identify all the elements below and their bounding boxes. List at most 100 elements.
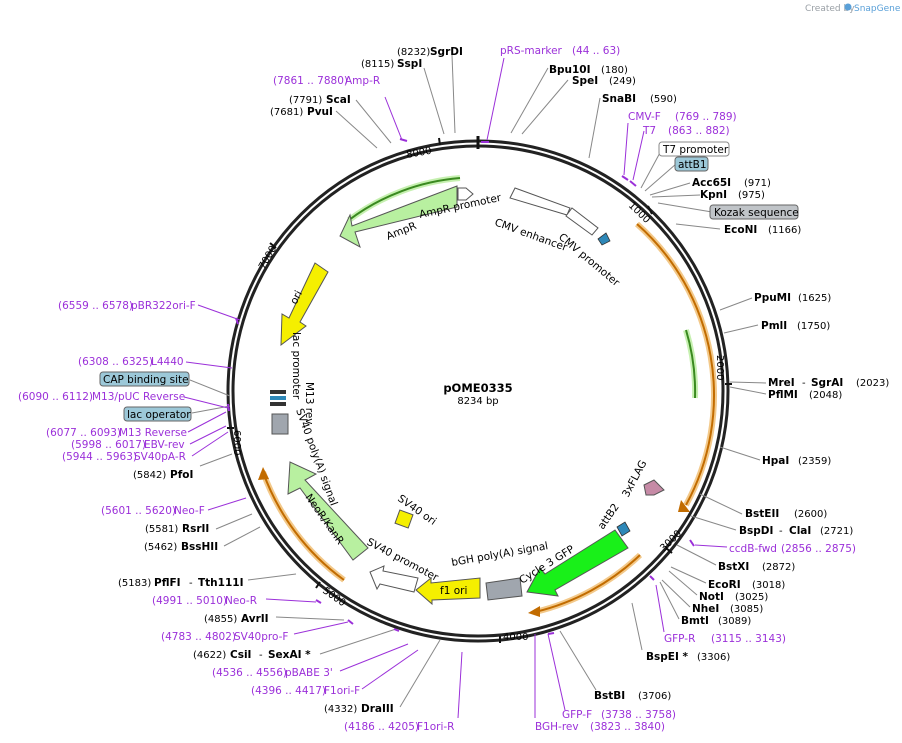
leader-line-m13-reverse [187,411,227,433]
primer-gfp-f: GFP-F [562,709,592,721]
tick-mark [269,242,277,249]
flag-tag-arrow [643,479,665,496]
cap-binding-site-box [99,371,190,387]
leader-line-sgrdi [451,54,456,134]
site-position: (590) [650,94,677,105]
orf-arc-line [636,223,715,506]
primer-ticks [227,138,695,635]
leader-line-bstxi [676,544,717,566]
enzyme-sgrai: SgrAI [811,377,843,389]
leader-line-noti [668,570,698,596]
leader-line-bstbi [559,630,597,691]
plasmid-name: pOME0335 [443,381,512,395]
leader-line-m13-puc [183,396,229,409]
primer-neo-r: Neo-R [225,595,257,607]
leader-line-bsshii [223,526,261,547]
primer-ebv-rev: EBV-rev [144,439,185,451]
leader-line-sspi [423,67,445,135]
enzyme-nhei: NheI [692,603,719,615]
primer-f1ori-r: F1ori-R [417,721,454,733]
enzyme-bspei: BspEI * [646,651,689,663]
site-position: (4332) [324,704,357,715]
leader-line-acc65i [649,182,691,196]
enzyme-scai: ScaI [326,94,351,106]
site-position: (971) [744,178,771,189]
orf-arrow-head [258,467,269,480]
leader-line-l4440 [185,361,233,369]
site-position: (5842) [133,470,166,481]
enzyme-bsteii: BstEII [745,508,779,520]
enzyme-pflmi: PflMI [768,389,798,401]
cap-site-mark [270,390,286,394]
leader-line-bmti [659,581,680,620]
leader-line-t7 [632,130,645,181]
leader-line-neo-f [207,497,247,511]
plasmid-title: pOME0335 8234 bp [443,381,512,407]
leader-line-pbr322ori-f [197,304,241,321]
primer-tick [227,403,230,412]
primer-range: (769 .. 789) [675,111,737,123]
snapgene-logo-icon [844,3,852,11]
leader-line-ebv-rev [189,425,227,445]
cmv-enhancer-label: CMV enhancer [493,217,569,255]
cmv-promoter-label: CMV promoter [556,231,622,289]
enzyme-avrii: AvrII [241,613,269,625]
enzyme-bstbi: BstBI [594,690,625,702]
site-position: (3089) [718,616,751,627]
enzyme-econi: EcoNI [724,224,757,236]
site-position: (4622) [193,650,226,661]
leader-line-bspdi [690,515,737,531]
leader-line-nhei [661,579,691,608]
enzyme-pflfi: PflFI [154,577,181,589]
site-position: (2600) [794,509,827,520]
tick-label: 6000 [231,430,242,455]
tick-label: 7000 [257,244,279,272]
enzyme-bspdi: BspDI [739,525,773,537]
leader-line-mrei [729,381,767,384]
tick-label: 4000 [503,632,528,643]
attb2-mark [616,521,631,537]
site-position: (3306) [697,652,730,663]
primer-range: (5601 .. 5620) [101,505,176,517]
flag-label: 3xFLAG [620,458,649,499]
sv40-ori-block [394,509,414,529]
leader-line-amp-r [384,96,403,141]
enzyme-bsshii: BssHII [181,541,218,553]
site-position: (180) [601,65,628,76]
primer-l4440: L4440 [151,356,184,368]
enzyme-pfoi: PfoI [170,469,193,481]
leader-line-neo-r [265,598,317,603]
leader-line-f1ori-f [361,649,419,690]
primer-sv40pa-r: SV40pA-R [134,451,186,463]
primer-range: (3115 .. 3143) [711,633,786,645]
leader-line-avrii [275,616,345,621]
sv40-polya-block [271,413,289,435]
site-position: (8232) [397,47,430,58]
enzyme-rsrii: RsrII [182,523,209,535]
primer-neo-f: Neo-F [174,505,205,517]
primer-range: (44 .. 63) [572,45,620,57]
cycle3-gfp-arrow [526,529,629,597]
leader-line-cmv-f [623,122,629,176]
primer-sv40pro-f: SV40pro-F [234,631,288,643]
enzyme-clai: ClaI [789,525,811,537]
enzyme-separator: - [802,378,806,389]
primer-prs-marker: pRS-marker [500,45,563,57]
attb1-box [674,156,709,172]
enzyme-separator: - [189,578,193,589]
tick-mark [647,205,653,215]
primer-amp-r: Amp-R [345,75,380,87]
t7-promoter-box [658,141,730,157]
enzyme-ppumi: PpuMI [754,292,791,304]
plasmid-size: 8234 bp [457,396,498,407]
bgh-polya-block [485,577,523,601]
primer-range: (6077 .. 6093) [46,427,121,439]
leader-lines [183,54,767,719]
enzyme-ecori: EcoRI [708,579,741,591]
primer-tick [235,317,239,325]
site-position: (5581) [145,524,178,535]
site-position: (7681) [270,107,303,118]
site-position: (3085) [730,604,763,615]
primer-tick [621,175,629,181]
lac-operator-mark [270,396,286,400]
